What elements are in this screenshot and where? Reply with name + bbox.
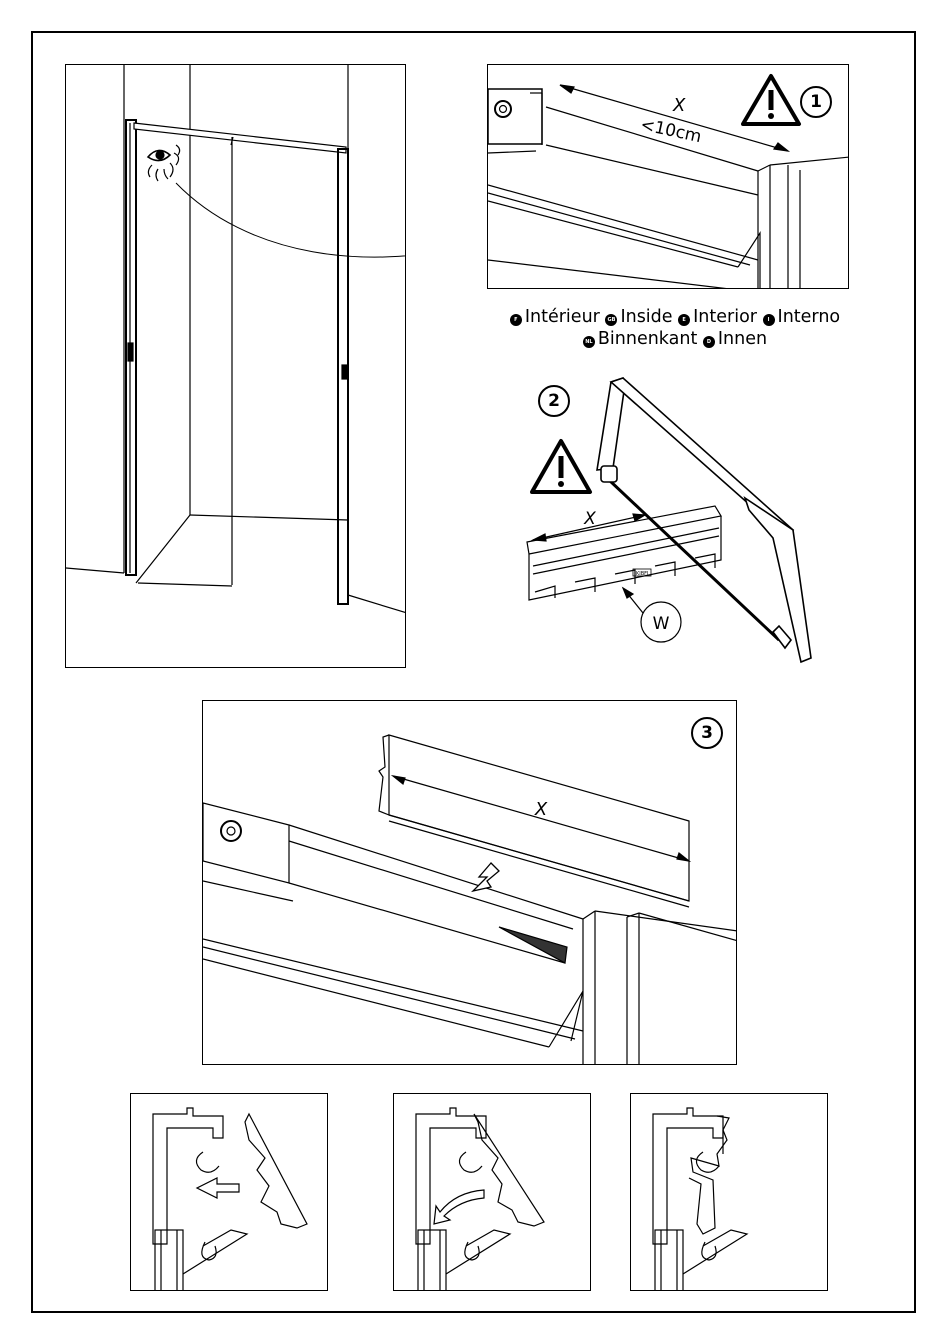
shower-door-illustration — [66, 65, 406, 668]
lang-text-nl: Binnenkant — [598, 329, 697, 349]
lang-badge-d: D — [703, 336, 715, 348]
profile-panel-1 — [130, 1093, 328, 1291]
arrow-icon — [473, 863, 499, 891]
step-1-badge: 1 — [800, 86, 832, 118]
lang-text-d: Innen — [718, 329, 767, 349]
lang-badge-i: I — [763, 314, 775, 326]
eye-icon — [148, 145, 180, 181]
profile-panel-2 — [393, 1093, 591, 1291]
profile-insert-clipped — [631, 1094, 828, 1291]
step3-illustration: X — [203, 701, 737, 1065]
lang-badge-f: F — [510, 314, 522, 326]
profile-insert-slide — [131, 1094, 328, 1291]
step3-detail-panel: X 3 — [202, 700, 737, 1065]
step2-illustration: KIBFI W X — [515, 370, 835, 670]
profile-panel-3 — [630, 1093, 828, 1291]
lang-badge-nl: NL — [583, 336, 595, 348]
hacksaw-icon — [597, 378, 811, 662]
lang-badge-e: E — [678, 314, 690, 326]
x-label-step2: X — [583, 509, 596, 529]
step-3-badge: 3 — [691, 717, 723, 749]
x-label: X — [673, 95, 685, 116]
lang-text-gb: Inside — [620, 307, 672, 327]
lang-text-f: Intérieur — [525, 307, 600, 327]
overview-panel — [65, 64, 406, 668]
lang-badge-gb: GB — [605, 314, 617, 326]
lang-text-e: Interior — [693, 307, 757, 327]
x-label-step3: X — [534, 799, 548, 820]
profile-insert-rotate — [394, 1094, 591, 1291]
svg-text:KIBFI: KIBFI — [636, 571, 649, 577]
warning-icon — [740, 72, 802, 128]
w-label: W — [653, 614, 670, 634]
lang-text-i: Interno — [778, 307, 841, 327]
